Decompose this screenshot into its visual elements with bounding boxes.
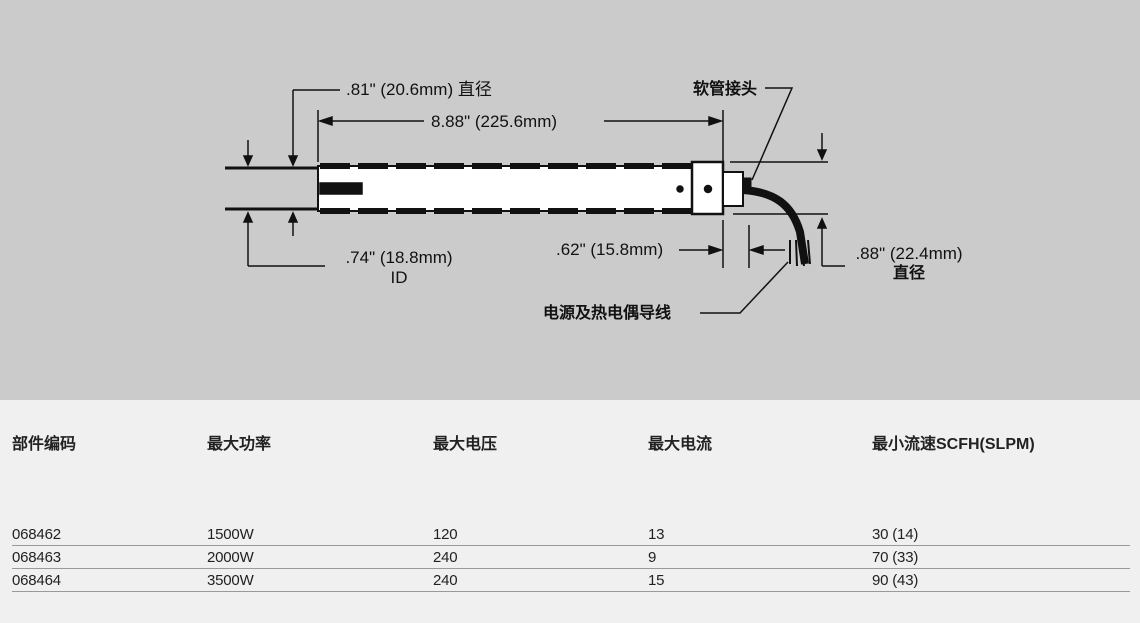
cell-part: 068464 bbox=[12, 572, 61, 589]
cell-power: 3500W bbox=[207, 572, 254, 589]
header-power: 最大功率 bbox=[207, 436, 272, 453]
length-label: 8.88" (225.6mm) bbox=[431, 112, 558, 131]
fitting-diameter-label: .88" (22.4mm) 直径 bbox=[842, 244, 976, 284]
cell-flow: 70 (33) bbox=[872, 549, 919, 566]
header-part: 部件编码 bbox=[12, 436, 77, 453]
header-voltage: 最大电压 bbox=[433, 436, 498, 453]
heater-diagram: .81" (20.6mm) 直径 8.88" (225.6mm) 软管接头 .7… bbox=[0, 0, 1140, 400]
cell-flow: 90 (43) bbox=[872, 572, 919, 589]
specs-table: 部件编码 最大功率 最大电压 最大电流 最小流速SCFH(SLPM) 06846… bbox=[0, 400, 1140, 623]
cell-power: 2000W bbox=[207, 549, 254, 566]
cell-part: 068462 bbox=[12, 526, 61, 543]
cell-voltage: 240 bbox=[433, 549, 458, 566]
leads-label: 电源及热电偶导线 bbox=[543, 305, 672, 322]
cell-part: 068463 bbox=[12, 549, 61, 566]
header-flow: 最小流速SCFH(SLPM) bbox=[872, 436, 1035, 453]
cell-current: 9 bbox=[648, 549, 657, 566]
inner-diameter-value: .74" (18.8mm) bbox=[345, 248, 453, 267]
cell-power: 1500W bbox=[207, 526, 254, 543]
fitting-length-label: .62" (15.8mm) bbox=[556, 240, 664, 259]
table-row: 068462 1500W 120 13 30 (14) bbox=[12, 523, 1130, 546]
fitting-diameter-value: .88" (22.4mm) bbox=[855, 244, 963, 263]
hose-fitting-label: 软管接头 bbox=[693, 81, 758, 98]
cell-flow: 30 (14) bbox=[872, 526, 919, 543]
cell-current: 13 bbox=[648, 526, 665, 543]
header-current: 最大电流 bbox=[648, 436, 713, 453]
table-row: 068464 3500W 240 15 90 (43) bbox=[12, 569, 1130, 592]
fitting-diameter-unit: 直径 bbox=[892, 265, 925, 282]
outer-diameter-label: .81" (20.6mm) 直径 bbox=[346, 80, 492, 99]
cell-voltage: 240 bbox=[433, 572, 458, 589]
cell-voltage: 120 bbox=[433, 526, 458, 543]
inner-diameter-label: .74" (18.8mm) ID bbox=[334, 248, 464, 288]
heater-drawing bbox=[225, 87, 845, 314]
inner-diameter-unit: ID bbox=[390, 268, 408, 287]
cell-current: 15 bbox=[648, 572, 665, 589]
table-row: 068463 2000W 240 9 70 (33) bbox=[12, 546, 1130, 569]
